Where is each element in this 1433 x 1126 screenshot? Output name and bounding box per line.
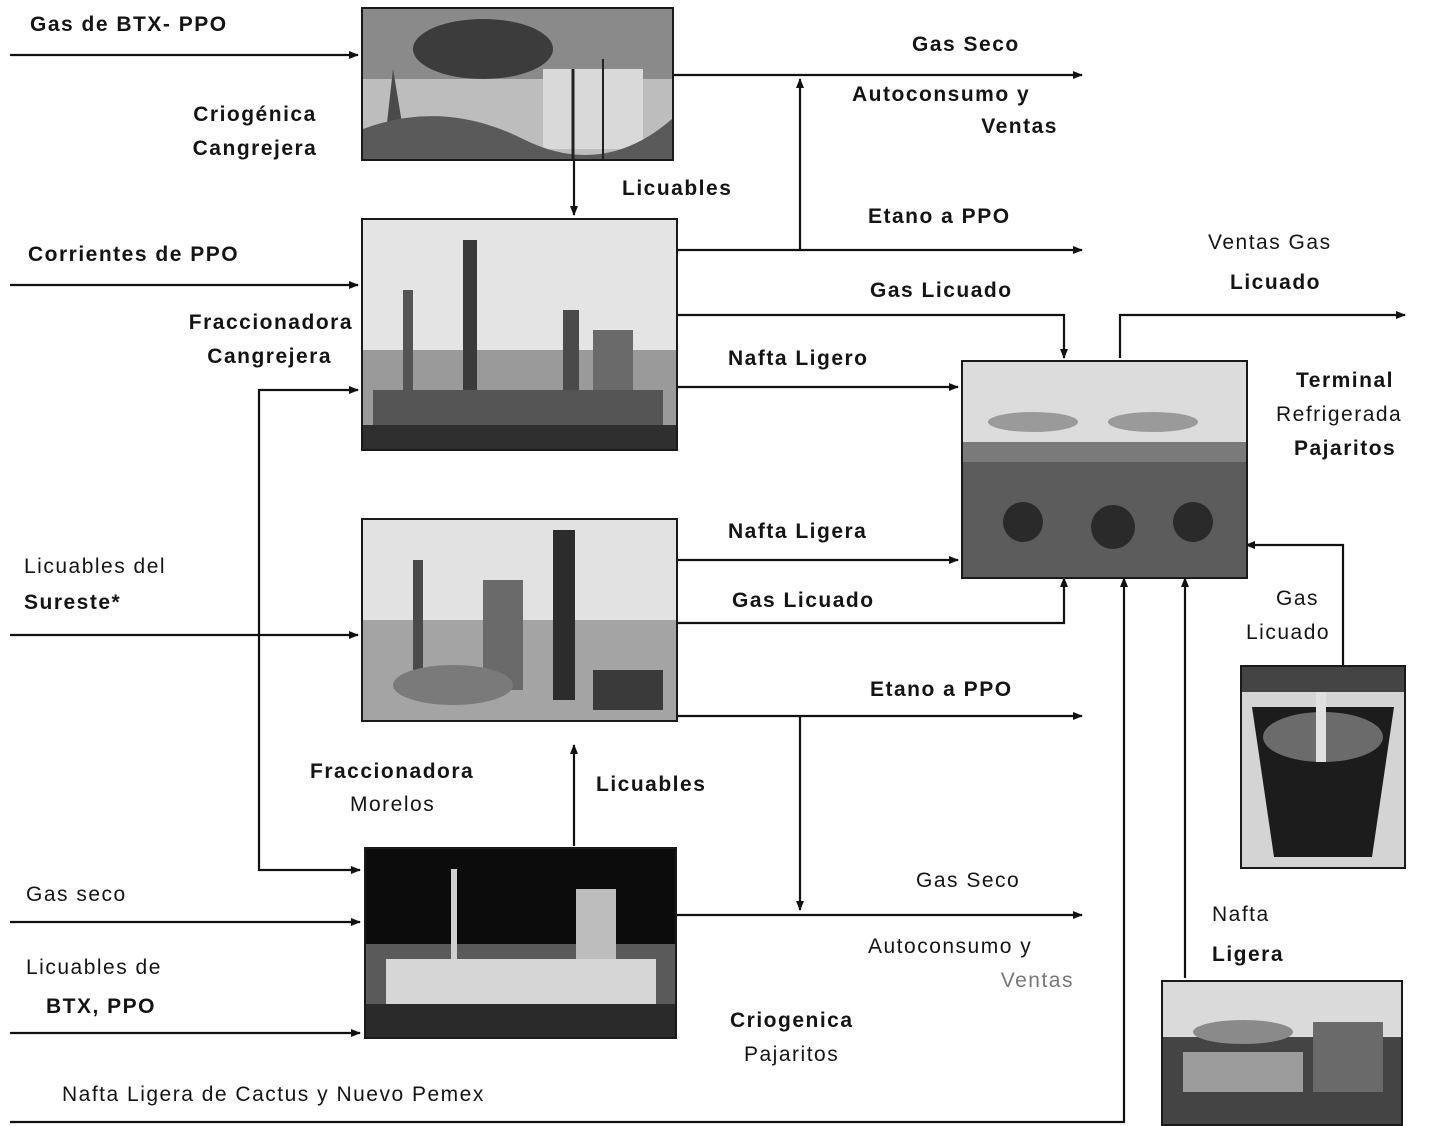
arrow-sureste-split-up xyxy=(257,386,359,635)
flow-licuables-top: Licuables xyxy=(622,177,733,200)
arrow-gas-licuado-top xyxy=(678,313,1068,359)
flow-gas-licuado-mid: Gas Licuado xyxy=(732,589,875,612)
plant-fraccionadora-morelos-line2: Morelos xyxy=(350,793,436,816)
flow-gas-licuado-right-line2: Licuado xyxy=(1246,621,1331,644)
input-corrientes-ppo: Corrientes de PPO xyxy=(28,243,240,266)
gas-licuado-tank-photo xyxy=(1240,665,1406,869)
arrow-ventas-gas-licuado xyxy=(1118,311,1406,358)
flow-ventas-gas-line2: Licuado xyxy=(1230,271,1322,294)
flow-etano-mid: Etano a PPO xyxy=(870,678,1013,701)
flow-autoconsumo-top-line2: Ventas xyxy=(981,115,1058,138)
plant-fraccionadora-morelos-line1: Fraccionadora xyxy=(310,760,475,783)
arrow-nafta-cactus xyxy=(10,577,1128,1124)
flow-gas-licuado-top: Gas Licuado xyxy=(870,279,1013,302)
nafta-ligera-plant-photo xyxy=(1161,980,1403,1126)
plant-terminal-line3: Pajaritos xyxy=(1294,437,1397,460)
arrow-gas-licuado-right xyxy=(1245,541,1345,665)
arrow-gas-licuado-mid xyxy=(678,577,1068,625)
flow-nafta-ligera-mid: Nafta Ligera xyxy=(728,520,868,543)
terminal-refrigerada-photo xyxy=(961,360,1248,579)
input-licuables-sureste-line1: Licuables del xyxy=(24,555,167,578)
plant-criogenica-pajaritos-line1: Criogenica xyxy=(730,1009,854,1032)
flow-nafta-right-line1: Nafta xyxy=(1212,903,1270,926)
criogenica-pajaritos-photo xyxy=(364,847,677,1039)
plant-criogenica-pajaritos-line2: Pajaritos xyxy=(744,1043,840,1066)
flow-autoconsumo-bottom-line1: Autoconsumo y xyxy=(868,935,1033,958)
fraccionadora-morelos-photo xyxy=(361,518,678,722)
input-licuables-btx-line1: Licuables de xyxy=(26,956,162,979)
flow-ventas-gas-line1: Ventas Gas xyxy=(1208,231,1332,254)
plant-terminal-line1: Terminal xyxy=(1296,369,1394,392)
flow-gas-licuado-right-line1: Gas xyxy=(1276,587,1320,610)
input-gas-btx-ppo: Gas de BTX- PPO xyxy=(30,13,228,36)
input-licuables-sureste-line2: Sureste* xyxy=(24,591,122,614)
flow-etano-top: Etano a PPO xyxy=(868,205,1011,228)
input-nafta-cactus: Nafta Ligera de Cactus y Nuevo Pemex xyxy=(62,1083,485,1106)
flow-licuables-mid: Licuables xyxy=(596,773,707,796)
criogenica-cangrejera-photo xyxy=(361,7,674,161)
fraccionadora-cangrejera-photo xyxy=(361,218,678,451)
input-gas-seco: Gas seco xyxy=(26,883,127,906)
arrow-sureste-split-down xyxy=(257,635,361,874)
flow-autoconsumo-bottom-line2: Ventas xyxy=(1000,969,1074,992)
plant-fraccionadora-cangrejera-line1: Fraccionadora xyxy=(188,311,353,334)
flow-gas-seco-bottom: Gas Seco xyxy=(916,869,1021,892)
plant-criogenica-cangrejera-line2: Cangrejera xyxy=(192,137,318,160)
flow-gas-seco-top: Gas Seco xyxy=(912,33,1020,56)
flow-nafta-right-line2: Ligera xyxy=(1212,943,1285,966)
plant-fraccionadora-cangrejera-line2: Cangrejera xyxy=(207,345,332,368)
plant-criogenica-cangrejera-line1: Criogénica xyxy=(193,103,317,126)
plant-terminal-line2: Refrigerada xyxy=(1276,403,1403,426)
flow-nafta-ligero: Nafta Ligero xyxy=(728,347,869,370)
flow-autoconsumo-top-line1: Autoconsumo y xyxy=(852,83,1031,106)
input-licuables-btx-line2: BTX, PPO xyxy=(46,995,157,1018)
